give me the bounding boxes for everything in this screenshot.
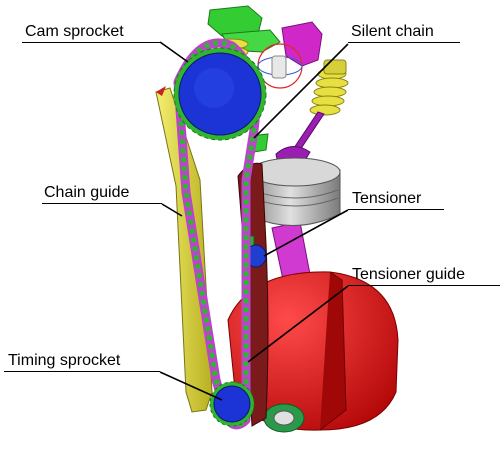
label-cam-sprocket: Cam sprocket bbox=[25, 23, 124, 41]
label-tensioner-guide: Tensioner guide bbox=[352, 266, 465, 284]
timing-sprocket bbox=[210, 382, 254, 426]
label-tensioner: Tensioner bbox=[352, 190, 421, 208]
underline-timing-sprocket bbox=[4, 371, 160, 372]
underline-chain-guide bbox=[42, 203, 162, 204]
valve-stem bbox=[294, 112, 324, 150]
underline-tensioner-guide bbox=[348, 285, 500, 286]
leader-cam-sprocket bbox=[160, 42, 188, 62]
rocker-magenta bbox=[282, 22, 322, 66]
label-chain-guide: Chain guide bbox=[44, 184, 129, 202]
underline-tensioner bbox=[348, 209, 444, 210]
underline-silent-chain bbox=[348, 42, 460, 43]
label-silent-chain: Silent chain bbox=[351, 23, 434, 41]
valve-spring-right bbox=[310, 60, 348, 115]
underline-cam-sprocket bbox=[22, 42, 160, 43]
label-timing-sprocket: Timing sprocket bbox=[8, 352, 120, 370]
